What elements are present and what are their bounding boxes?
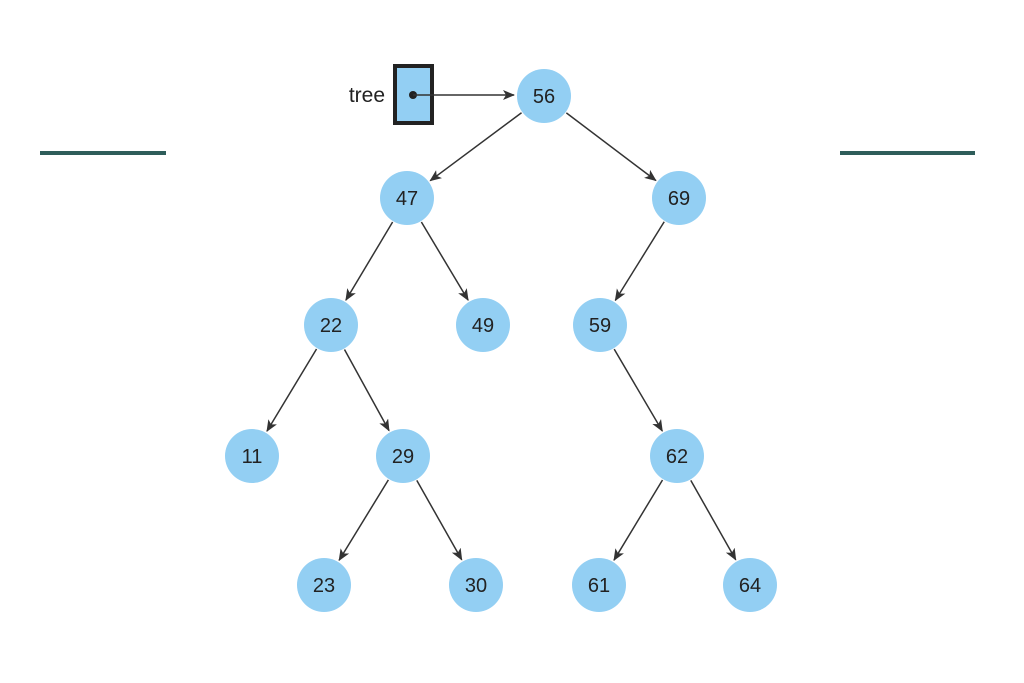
edge-59-62 [613,348,663,432]
edge-29-23 [338,479,390,562]
edge-56-69 [565,112,657,182]
node-circle [380,171,434,225]
tree-node-61: 61 [572,558,626,612]
node-circle [652,171,706,225]
tree-node-22: 22 [304,298,358,352]
node-label: 22 [320,315,342,337]
node-circle [650,429,704,483]
tree-node-62: 62 [650,429,704,483]
node-label: 56 [533,86,555,108]
node-label: 62 [666,446,688,468]
node-label: 59 [589,315,611,337]
nodes-layer: 56 47 69 22 49 59 11 29 62 23 30 61 64 [225,69,777,612]
node-label: 29 [392,446,414,468]
node-circle [517,69,571,123]
node-circle [572,558,626,612]
edges-layer [266,112,737,562]
node-circle [723,558,777,612]
edge-62-64 [690,479,737,561]
tree-node-59: 59 [573,298,627,352]
tree-node-64: 64 [723,558,777,612]
node-label: 47 [396,188,418,210]
tree-node-69: 69 [652,171,706,225]
tree-node-47: 47 [380,171,434,225]
node-circle [573,298,627,352]
tree-node-11: 11 [225,429,279,483]
tree-node-49: 49 [456,298,510,352]
tree-node-30: 30 [449,558,503,612]
edge-22-29 [343,349,390,432]
edge-69-59 [614,221,665,302]
node-label: 61 [588,575,610,597]
root-pointer: tree [349,64,515,125]
node-circle [456,298,510,352]
tree-node-56: 56 [517,69,571,123]
node-label: 49 [472,315,494,337]
node-circle [376,429,430,483]
node-label: 64 [739,575,761,597]
edge-22-11 [266,348,318,433]
root-pointer-label: tree [349,84,385,107]
node-label: 23 [313,575,335,597]
node-label: 69 [668,188,690,210]
node-circle [297,558,351,612]
edge-29-30 [416,479,463,561]
node-label: 30 [465,575,487,597]
node-circle [304,298,358,352]
edge-47-22 [345,221,394,301]
edge-47-49 [420,221,469,301]
tree-node-23: 23 [297,558,351,612]
tree-node-29: 29 [376,429,430,483]
node-circle [225,429,279,483]
node-circle [449,558,503,612]
node-label: 11 [242,446,263,468]
edge-62-61 [613,479,664,562]
edge-56-47 [429,112,522,182]
